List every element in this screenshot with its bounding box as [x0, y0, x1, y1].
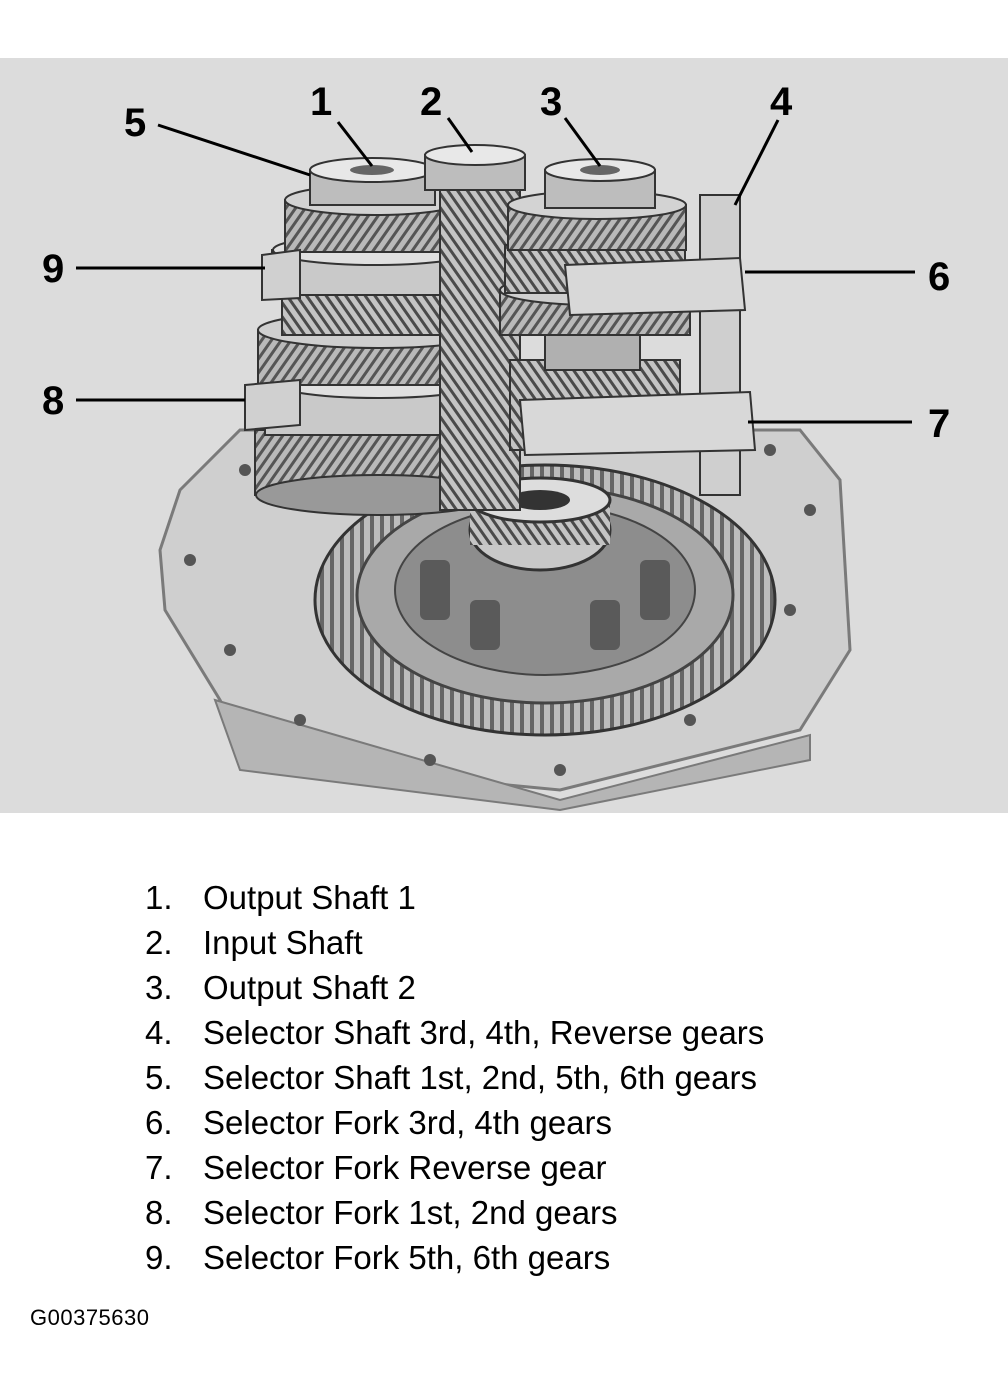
legend-number: 9. — [145, 1239, 173, 1276]
callout-9: 9 — [42, 247, 64, 291]
callout-8: 8 — [42, 379, 64, 423]
legend-text: Selector Shaft 1st, 2nd, 5th, 6th gears — [203, 1059, 758, 1096]
legend-number: 5. — [145, 1059, 173, 1096]
input-shaft — [424, 144, 526, 511]
legend-text: Selector Fork 5th, 6th gears — [203, 1239, 611, 1276]
callout-3: 3 — [540, 80, 562, 124]
legend-number: 1. — [145, 879, 173, 916]
legend-number: 3. — [145, 969, 173, 1006]
figure-id: G00375630 — [30, 1305, 150, 1330]
callout-2: 2 — [420, 80, 442, 124]
legend-text: Selector Fork 1st, 2nd gears — [203, 1194, 618, 1231]
legend-item: 2. Input Shaft — [145, 920, 764, 965]
legend-number: 7. — [145, 1149, 173, 1186]
legend-text: Selector Shaft 3rd, 4th, Reverse gears — [203, 1014, 765, 1051]
callout-6: 6 — [928, 255, 950, 299]
legend-item: 3. Output Shaft 2 — [145, 965, 764, 1010]
legend-item: 6. Selector Fork 3rd, 4th gears — [145, 1100, 764, 1145]
legend-item: 5. Selector Shaft 1st, 2nd, 5th, 6th gear… — [145, 1055, 764, 1100]
legend-item: 8. Selector Fork 1st, 2nd gears — [145, 1190, 764, 1235]
legend-item: 1. Output Shaft 1 — [145, 875, 764, 920]
legend-number: 2. — [145, 924, 173, 961]
parts-legend: 1. Output Shaft 1 2. Input Shaft 3. Output … — [145, 875, 764, 1280]
legend-text: Selector Fork 3rd, 4th gears — [203, 1104, 613, 1141]
legend-item: 9. Selector Fork 5th, 6th gears — [145, 1235, 764, 1280]
selector-fork-upper — [563, 256, 747, 317]
selector-fork-lower — [518, 390, 757, 457]
legend-item: 7. Selector Fork Reverse gear — [145, 1145, 764, 1190]
gearbox-photo — [0, 58, 1008, 813]
legend-number: 6. — [145, 1104, 173, 1141]
legend-item: 4. Selector Shaft 3rd, 4th, Reverse gears — [145, 1010, 764, 1055]
flange-bolt-holes — [184, 444, 816, 776]
callout-7: 7 — [928, 402, 950, 446]
callout-4: 4 — [770, 80, 793, 124]
legend-text: Output Shaft 2 — [203, 969, 416, 1006]
callout-1: 1 — [310, 80, 332, 124]
legend-text: Input Shaft — [203, 924, 363, 961]
legend-number: 4. — [145, 1014, 173, 1051]
legend-text: Output Shaft 1 — [203, 879, 416, 916]
callout-5: 5 — [124, 101, 146, 145]
legend-text: Selector Fork Reverse gear — [203, 1149, 607, 1186]
legend-number: 8. — [145, 1194, 173, 1231]
